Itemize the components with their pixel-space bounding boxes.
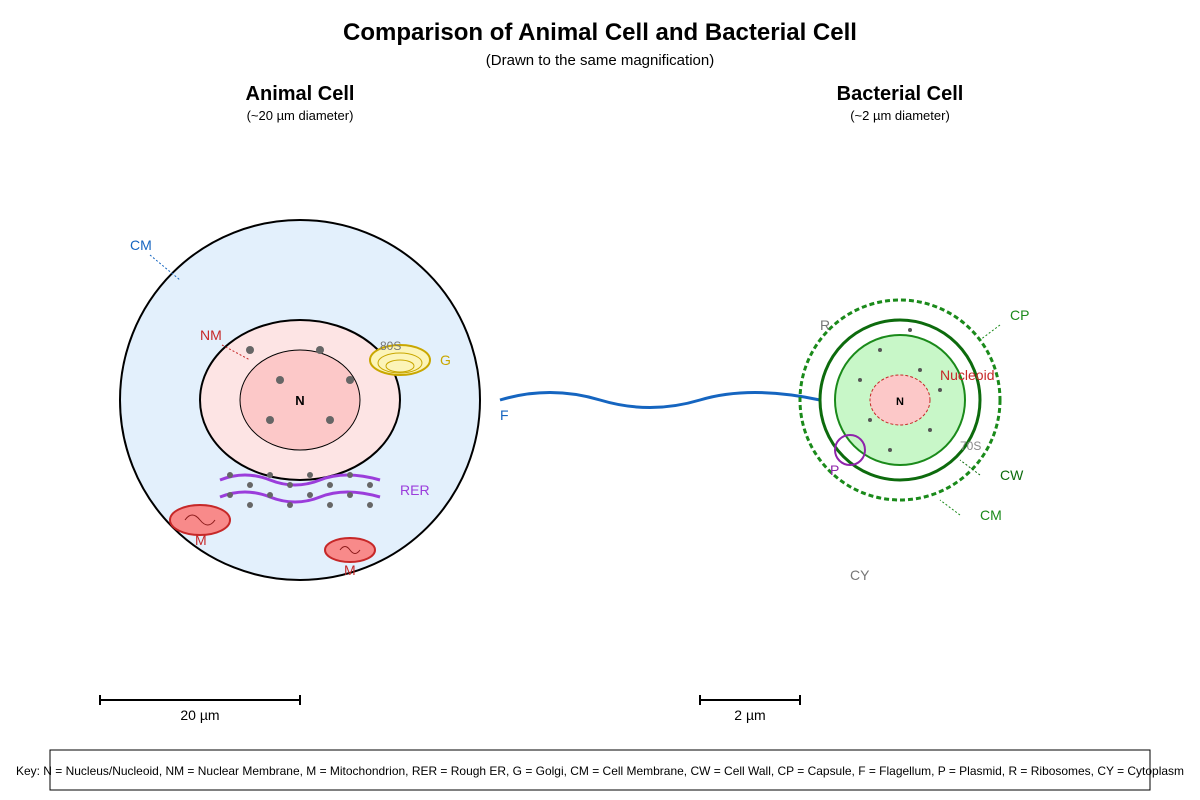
rer-membrane	[219, 490, 381, 504]
capsule-label: CP	[1010, 307, 1029, 323]
flagellum	[499, 391, 821, 409]
nucleoid-label: Nucleoid	[940, 367, 994, 383]
bacterial-cell: N Nucleoid R 70S P CP CW CM CY	[798, 298, 1029, 583]
bacterial-scale-label: 2 µm	[734, 707, 765, 723]
mitochondrion-label: M	[344, 562, 356, 578]
animal-ribosome-label: 80S	[380, 339, 401, 353]
main-title: Comparison of Animal Cell and Bacterial …	[343, 19, 857, 46]
plasmid	[834, 434, 866, 466]
animal-cell-subtitle: (~20 µm diameter)	[247, 108, 354, 123]
bacterial-ribosome-label: 70S	[960, 439, 981, 453]
bacterial-cell-subtitle: (~2 µm diameter)	[850, 108, 950, 123]
bacterial-scale-bar: 2 µm	[699, 695, 801, 723]
key-box	[49, 749, 1151, 791]
animal-cm-label: CM	[130, 237, 152, 253]
nucleolus	[239, 349, 361, 451]
key-text: Key: N = Nucleus/Nucleoid, NM = Nuclear …	[16, 764, 1184, 778]
plasmid-label: P	[830, 462, 839, 478]
bacterial-ribosomes	[858, 328, 942, 452]
nm-label: NM	[200, 327, 222, 343]
bacterial-cm-leader	[939, 499, 961, 516]
animal-cell-title: Animal Cell	[246, 83, 355, 105]
animal-cell: CM N NM 80S G RER	[119, 219, 481, 581]
chromatin-dot	[316, 346, 324, 354]
bacterial-cell-title: Bacterial Cell	[837, 83, 964, 105]
cell-wall-leader	[959, 459, 981, 476]
animal-scale-bar: 20 µm	[99, 695, 301, 723]
nucleoid	[869, 374, 931, 426]
animal-cm-leader	[149, 254, 181, 281]
mitochondrion-cristae	[184, 514, 216, 526]
chromatin-dot	[246, 346, 254, 354]
bacterial-cm-label: CM	[980, 507, 1002, 523]
mitochondrion-label: M	[195, 532, 207, 548]
capsule-leader	[979, 324, 1001, 341]
mitochondrion-cristae	[339, 546, 361, 554]
flagellum-label: F	[500, 407, 509, 423]
cell-wall-label: CW	[1000, 467, 1024, 483]
cytoplasm-label: CY	[850, 567, 870, 583]
nucleoid-n-label: N	[896, 396, 904, 408]
rer-label: RER	[400, 482, 430, 498]
animal-scale-label: 20 µm	[180, 707, 219, 723]
chromatin-dot	[266, 416, 274, 424]
chromatin-dot	[276, 376, 284, 384]
chromatin-dot	[346, 376, 354, 384]
ribosome-label: R	[820, 317, 830, 333]
golgi-label: G	[440, 352, 451, 368]
capsule	[798, 298, 1002, 502]
rer-ribosomes	[227, 472, 373, 508]
main-subtitle: (Drawn to the same magnification)	[486, 52, 714, 69]
chromatin-dot	[326, 416, 334, 424]
cell-wall	[818, 318, 982, 482]
golgi-inner	[385, 359, 415, 373]
nm-leader	[221, 344, 251, 361]
golgi-middle	[377, 352, 423, 374]
nucleus-label: N	[295, 393, 304, 408]
